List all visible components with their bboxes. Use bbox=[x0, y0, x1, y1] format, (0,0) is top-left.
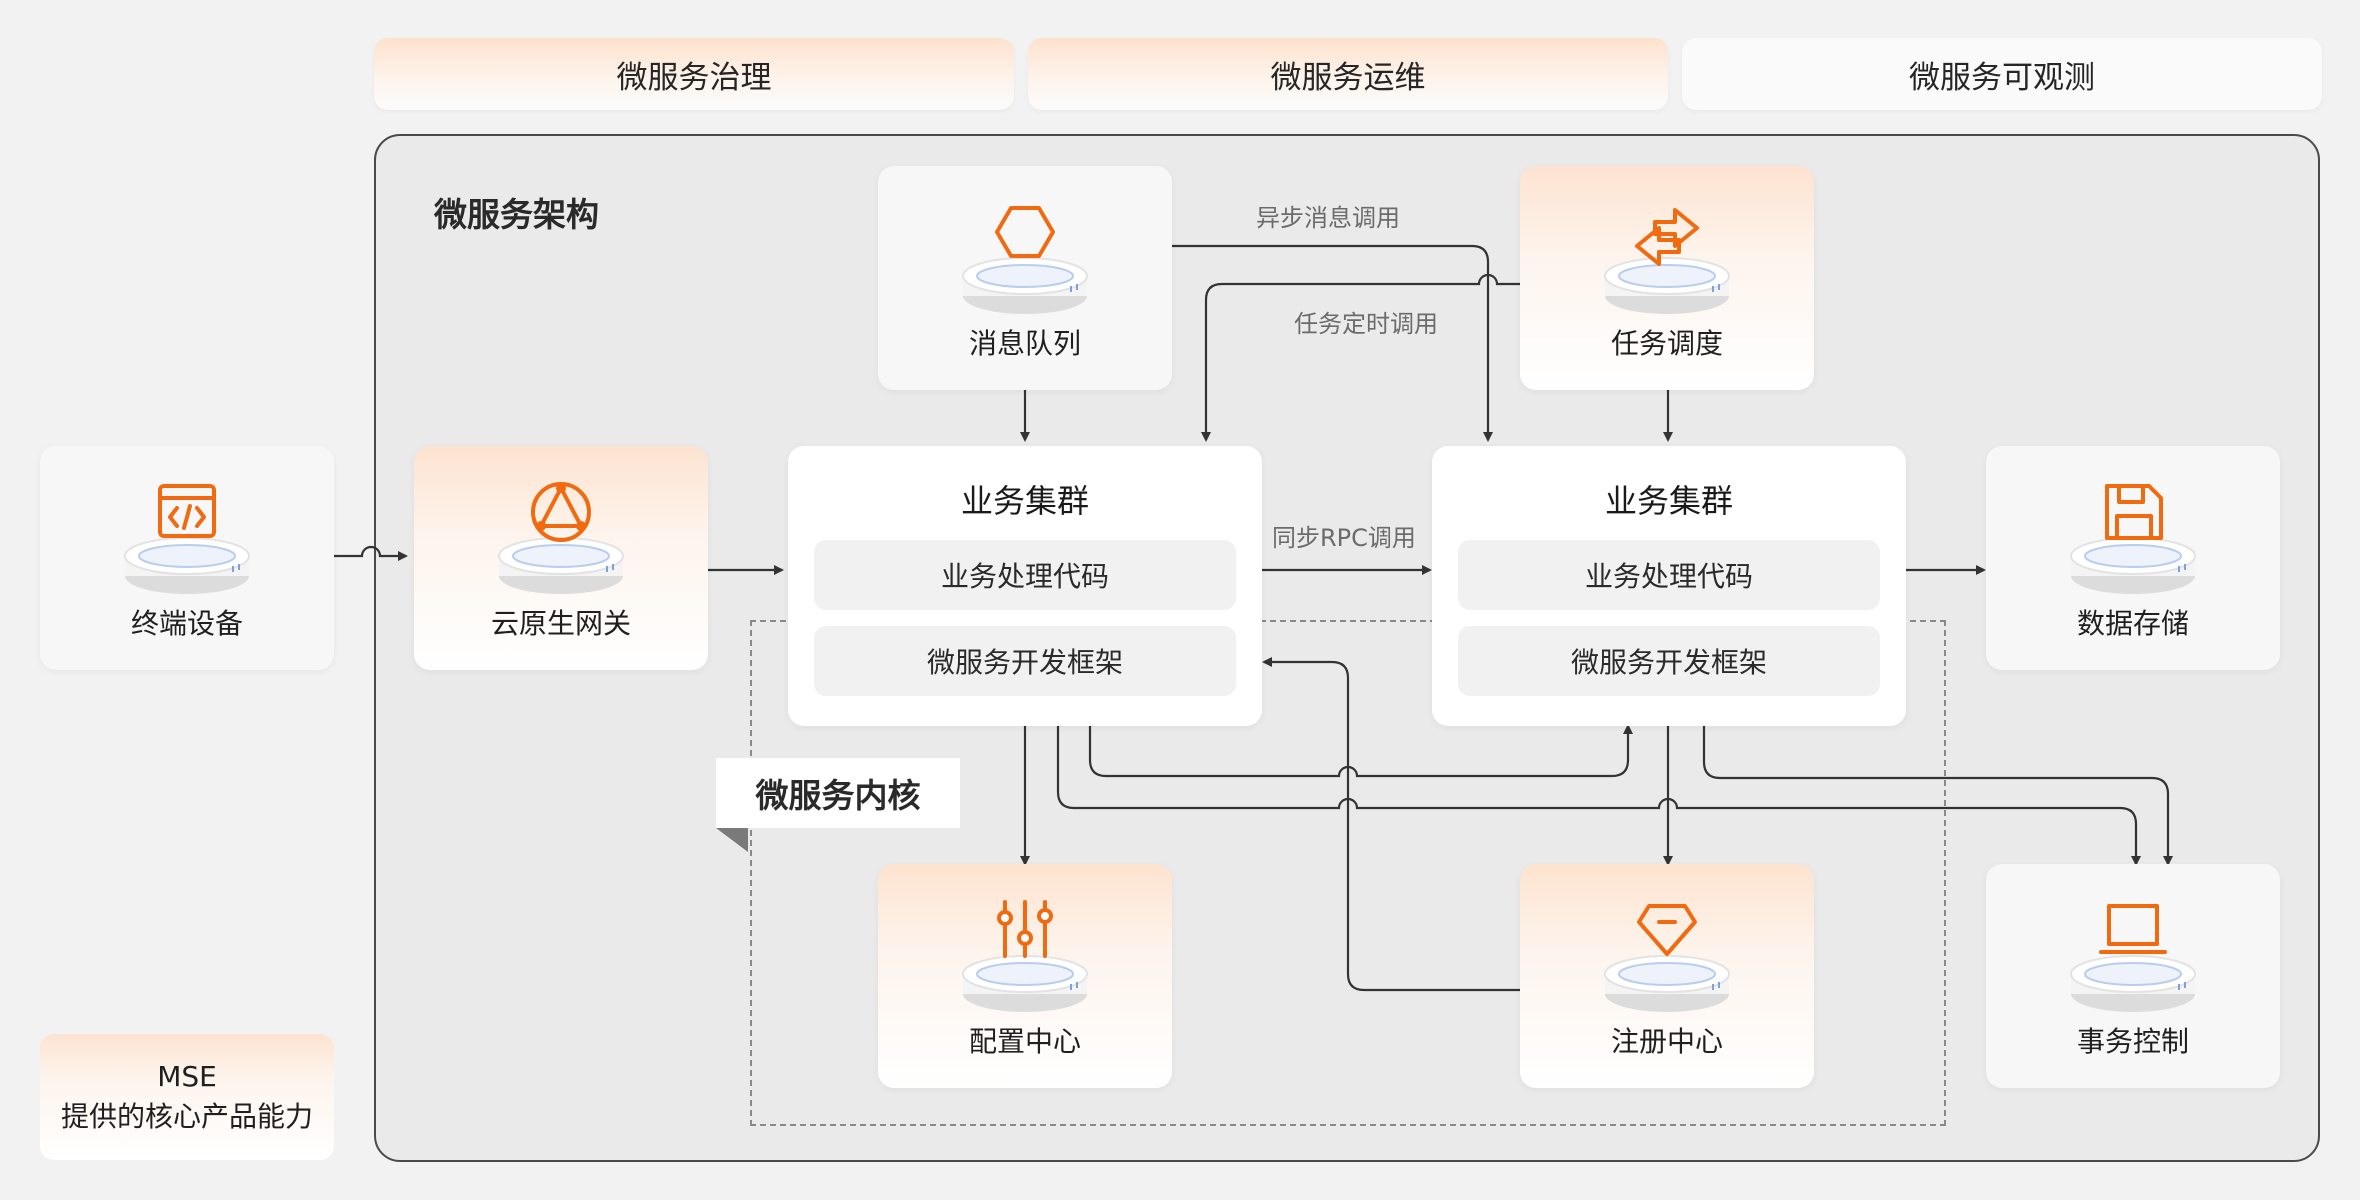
node-scheduler[interactable]: 任务调度 bbox=[1520, 166, 1814, 390]
edge-label-rpc: 同步RPC调用 bbox=[1272, 524, 1416, 552]
tab-governance[interactable]: 微服务治理 bbox=[374, 38, 1014, 110]
node-registry-label: 注册中心 bbox=[1610, 1025, 1723, 1058]
node-terminal[interactable]: 终端设备 bbox=[40, 446, 334, 670]
tab-operations[interactable]: 微服务运维 bbox=[1028, 38, 1668, 110]
edge-label-async: 异步消息调用 bbox=[1256, 204, 1400, 232]
business-cluster-right[interactable]: 业务集群 业务处理代码 微服务开发框架 bbox=[1432, 446, 1906, 726]
legend-line-mse: MSE bbox=[157, 1060, 217, 1093]
cluster-right-business-code: 业务处理代码 bbox=[1458, 540, 1880, 610]
node-storage-label: 数据存储 bbox=[2076, 607, 2189, 640]
sliders-icon bbox=[955, 890, 1095, 1020]
node-storage[interactable]: 数据存储 bbox=[1986, 446, 2280, 670]
floppy-disk-icon bbox=[2063, 472, 2203, 602]
cluster-left-title: 业务集群 bbox=[960, 482, 1089, 520]
legend-box: MSE 提供的核心产品能力 bbox=[40, 1034, 334, 1160]
node-config-center-label: 配置中心 bbox=[968, 1025, 1081, 1058]
hexagon-icon bbox=[955, 192, 1095, 322]
terminal-icon bbox=[117, 472, 257, 602]
node-terminal-label: 终端设备 bbox=[130, 607, 243, 640]
node-config-center[interactable]: 配置中心 bbox=[878, 864, 1172, 1088]
tab-operations-label: 微服务运维 bbox=[1270, 59, 1426, 96]
cluster-right-framework: 微服务开发框架 bbox=[1458, 626, 1880, 696]
cluster-right-title: 业务集群 bbox=[1604, 482, 1733, 520]
node-scheduler-label: 任务调度 bbox=[1610, 327, 1723, 360]
laptop-icon bbox=[2063, 890, 2203, 1020]
tab-governance-label: 微服务治理 bbox=[616, 59, 772, 96]
tab-observability-label: 微服务可观测 bbox=[1909, 59, 2095, 96]
gem-icon bbox=[1597, 890, 1737, 1020]
kernel-label-fold bbox=[716, 828, 748, 852]
node-transaction[interactable]: 事务控制 bbox=[1986, 864, 2280, 1088]
node-registry[interactable]: 注册中心 bbox=[1520, 864, 1814, 1088]
gateway-icon bbox=[491, 472, 631, 602]
node-message-queue[interactable]: 消息队列 bbox=[878, 166, 1172, 390]
swap-arrows-icon bbox=[1597, 192, 1737, 322]
node-gateway-label: 云原生网关 bbox=[490, 607, 631, 640]
edge-label-scheduled: 任务定时调用 bbox=[1294, 310, 1438, 338]
node-transaction-label: 事务控制 bbox=[2076, 1025, 2189, 1058]
node-gateway[interactable]: 云原生网关 bbox=[414, 446, 708, 670]
legend-line-desc: 提供的核心产品能力 bbox=[60, 1100, 313, 1133]
architecture-title: 微服务架构 bbox=[434, 195, 599, 234]
node-message-queue-label: 消息队列 bbox=[968, 327, 1081, 360]
cluster-left-business-code: 业务处理代码 bbox=[814, 540, 1236, 610]
kernel-region bbox=[750, 620, 1946, 1126]
cluster-left-framework: 微服务开发框架 bbox=[814, 626, 1236, 696]
business-cluster-left[interactable]: 业务集群 业务处理代码 微服务开发框架 bbox=[788, 446, 1262, 726]
tab-observability[interactable]: 微服务可观测 bbox=[1682, 38, 2322, 110]
kernel-label: 微服务内核 bbox=[716, 758, 960, 828]
